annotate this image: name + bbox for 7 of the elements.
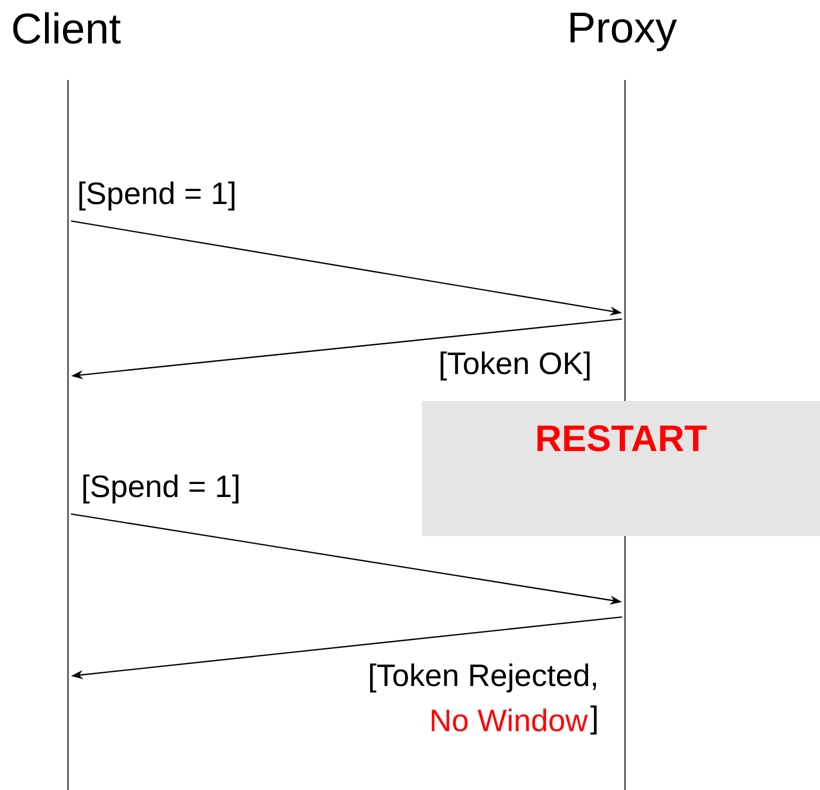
edge-label: [Spend = 1] — [79, 182, 234, 210]
note-text: No Window — [432, 708, 588, 732]
edge-label: [Token Rejected, — [370, 664, 596, 692]
restart-band: RESTART — [422, 401, 820, 536]
note-text: ] — [590, 706, 597, 734]
edge-label: [Spend = 1] — [83, 474, 238, 504]
edge-label: [Token OK] — [440, 352, 590, 380]
